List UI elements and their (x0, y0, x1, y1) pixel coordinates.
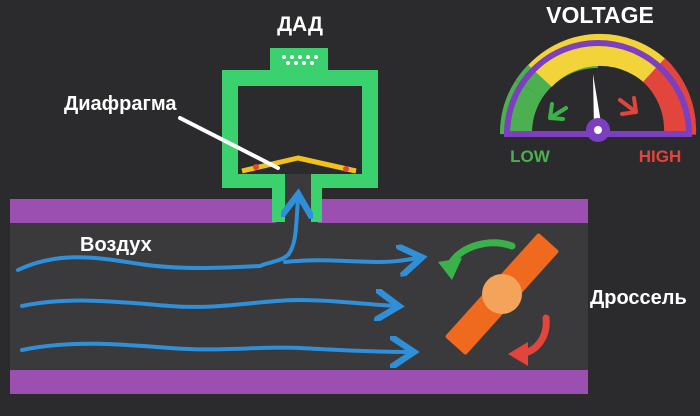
gauge-pivot-center (594, 126, 602, 134)
strain-gauge-right (343, 166, 349, 172)
pipe-top-wall-right (318, 199, 588, 223)
throttle-valve (438, 233, 559, 366)
gauge-low-label: LOW (510, 147, 551, 166)
gauge-title: VOLTAGE (546, 2, 654, 28)
pipe-top-wall-left (10, 199, 276, 223)
pipe-bottom-wall (10, 370, 588, 394)
airflow-arrow-upper (283, 258, 418, 262)
diaphragm-pointer-line (178, 116, 280, 170)
throttle-label: Дроссель (590, 287, 687, 309)
rotation-arrow-green-icon (448, 239, 516, 266)
gauge-needle (593, 74, 602, 129)
diaphragm-label: Диафрагма (64, 93, 177, 115)
gauge-arc-high (642, 58, 697, 135)
connector-pins-icon (282, 55, 318, 65)
gauge-arc-mid (528, 33, 672, 88)
gauge-outer-ring (504, 40, 692, 135)
gauge-arc-low (500, 80, 543, 135)
sensor-label: ДАД (277, 13, 323, 36)
airflow-arrow-lower (20, 344, 410, 352)
throttle-hub (482, 274, 522, 314)
gauge-arrow-down-left-icon (548, 102, 568, 121)
map-sensor (222, 48, 378, 222)
gauge-high-label: HIGH (639, 147, 682, 166)
sensor-connector (270, 48, 328, 70)
air-label: Воздух (80, 234, 152, 256)
gauge-arrow-down-right-icon (618, 96, 638, 116)
strain-gauge-left (253, 164, 259, 170)
voltage-gauge (500, 33, 697, 142)
diaphragm-membrane (241, 155, 357, 174)
airflow (16, 198, 418, 352)
rotation-arrowhead-green-icon (438, 258, 462, 280)
rotation-arrowhead-red-icon (508, 342, 528, 366)
airflow-arrow-to-sensor (16, 198, 298, 272)
airflow-arrow-middle (20, 300, 395, 307)
